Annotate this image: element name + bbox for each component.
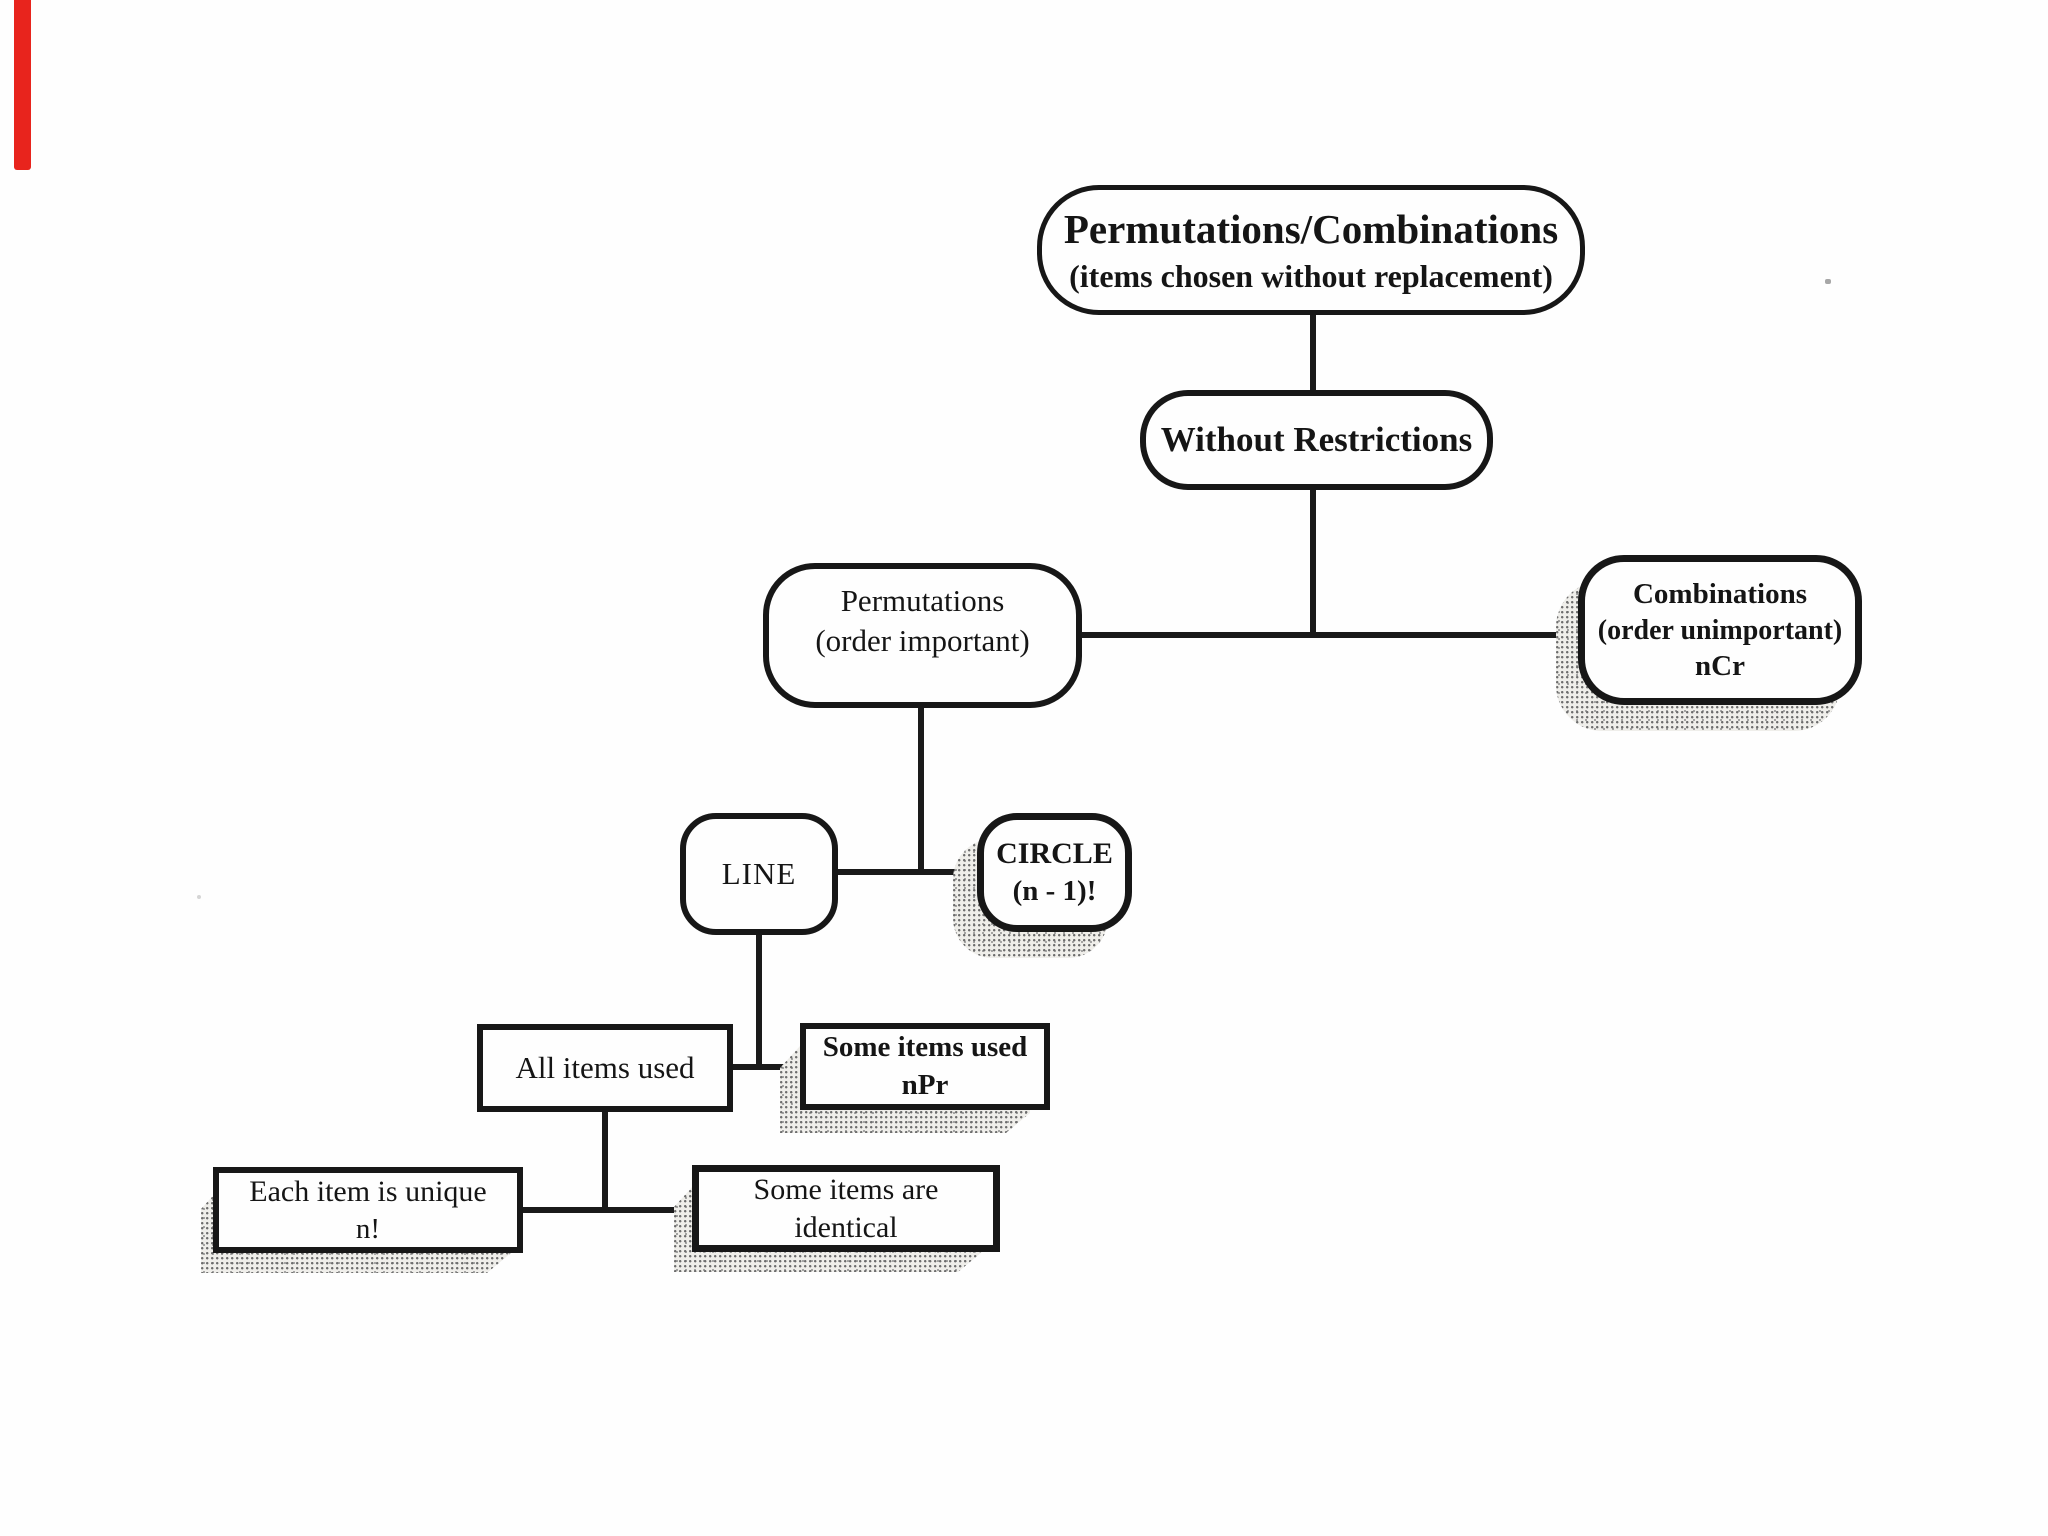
node-combinations: Combinations (order unimportant) nCr — [1578, 555, 1862, 705]
node-root-title: Permutations/Combinations — [1063, 205, 1559, 252]
node-permutations: Permutations (order important) — [763, 563, 1082, 708]
scan-speck — [197, 895, 201, 899]
node-some-items-identical-label1: Some items are — [753, 1173, 939, 1206]
node-circle-label: CIRCLE — [996, 837, 1113, 871]
node-some-items-used-formula: nPr — [901, 1068, 949, 1101]
node-without-restrictions-label: Without Restrictions — [1160, 420, 1473, 460]
node-circle: CIRCLE (n - 1)! — [977, 813, 1132, 932]
connector-allitems-down — [602, 1110, 608, 1213]
scan-speck — [1825, 279, 1831, 284]
node-all-items-used-label: All items used — [515, 1049, 695, 1085]
node-permutations-title: Permutations — [840, 583, 1005, 618]
node-line: LINE — [680, 813, 838, 935]
node-some-items-used: Some items used nPr — [800, 1023, 1050, 1110]
node-some-items-used-label: Some items used — [822, 1030, 1028, 1063]
node-combinations-formula: nCr — [1695, 649, 1745, 682]
connector-root-to-without-restrictions — [1310, 313, 1316, 393]
node-each-item-unique: Each item is unique n! — [213, 1167, 523, 1253]
connector-bottom-bar — [521, 1207, 695, 1213]
node-some-items-identical: Some items are identical — [692, 1165, 1000, 1252]
connector-allitems-someitems-bar — [731, 1064, 803, 1070]
node-circle-formula: (n - 1)! — [1012, 875, 1097, 908]
connector-line-down — [756, 933, 762, 1070]
red-scan-mark — [14, 0, 31, 170]
node-without-restrictions: Without Restrictions — [1140, 390, 1493, 490]
node-combinations-subtitle: (order unimportant) — [1597, 614, 1843, 646]
node-all-items-used: All items used — [477, 1024, 733, 1112]
node-line-label: LINE — [721, 855, 797, 891]
connector-permutations-down — [918, 706, 924, 875]
node-permutations-combinations-root: Permutations/Combinations (items chosen … — [1037, 185, 1585, 315]
node-combinations-title: Combinations — [1632, 578, 1808, 611]
node-permutations-subtitle: (order important) — [815, 623, 1030, 659]
connector-permutations-combinations-bar — [1082, 632, 1582, 638]
connector-line-circle-bar — [836, 869, 981, 875]
node-each-item-unique-label: Each item is unique — [249, 1175, 487, 1209]
connector-without-restrictions-down — [1310, 488, 1316, 638]
node-root-subtitle: (items chosen without replacement) — [1069, 257, 1553, 294]
node-some-items-identical-label2: identical — [794, 1210, 898, 1244]
node-each-item-unique-formula: n! — [355, 1212, 381, 1245]
